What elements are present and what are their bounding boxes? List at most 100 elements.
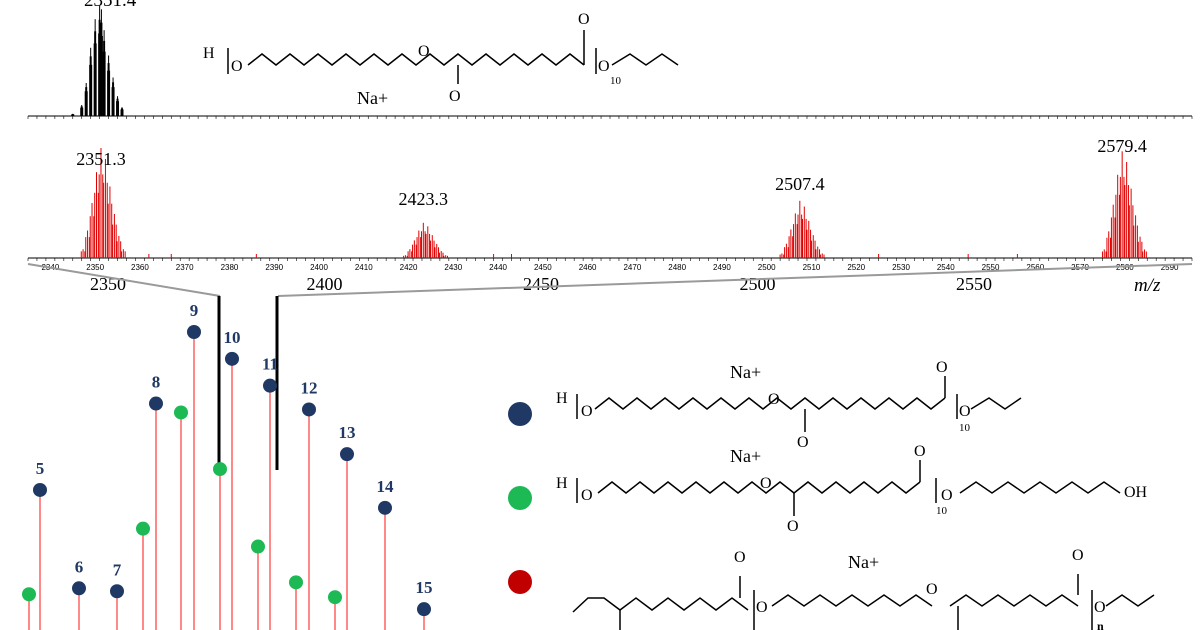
zoom-minor-tick-label: 2580 [1116, 263, 1134, 272]
zoom-minor-tick-label: 2550 [982, 263, 1000, 272]
green-point [174, 405, 188, 420]
navy-point-label: 14 [377, 477, 395, 496]
legend-2-tail: OH [1124, 484, 1148, 501]
legend-2-h: H [556, 475, 568, 492]
navy-point-label: 10 [224, 328, 241, 347]
navy-point [149, 396, 163, 411]
top-peak-label: 2351.4 [84, 0, 137, 11]
navy-point [340, 447, 354, 462]
zoom-connector-right [277, 263, 1193, 297]
zoom-peak-label: 2579.4 [1097, 136, 1147, 156]
zoom-minor-tick-label: 2460 [579, 263, 597, 272]
navy-point [225, 351, 239, 366]
zoom-minor-tick-label: 2420 [400, 263, 418, 272]
green-point [289, 575, 303, 590]
zoom-minor-tick-label: 2530 [892, 263, 910, 272]
navy-point [33, 482, 47, 497]
zoom-peak-label: 2507.4 [775, 174, 825, 194]
navy-point-label: 5 [36, 459, 45, 478]
top-o-left: O [231, 58, 243, 75]
legend-structure-1 [576, 376, 1022, 432]
legend-1-o-mid: O [768, 391, 780, 408]
zoom-peak-label: 2423.3 [399, 189, 449, 209]
zoom-major-tick-label: 2500 [740, 274, 776, 294]
navy-point-label: 9 [190, 301, 199, 320]
legend-marker-red [508, 570, 532, 594]
zoom-major-tick-label: 2450 [523, 274, 559, 294]
zoom-minor-tick-label: 2560 [1026, 263, 1044, 272]
legend-2-o-left: O [581, 487, 593, 504]
legend-1-ion: Na+ [730, 362, 761, 382]
legend-2-o-top: O [914, 443, 926, 460]
navy-point-label: 15 [416, 578, 433, 597]
zoom-peak-label: 2351.3 [76, 149, 126, 169]
navy-point [187, 325, 201, 339]
top-spectrum-minor-ticks [27, 116, 1193, 119]
zoom-minor-tick-label: 2480 [668, 263, 686, 272]
navy-point [263, 378, 277, 393]
legend: Na+ H O O O O O 10 Na+ H O O O O O 10 OH [508, 359, 1155, 630]
zoom-minor-tick-label: 2520 [847, 263, 865, 272]
navy-point-label: 7 [113, 560, 122, 579]
navy-point [110, 584, 124, 599]
top-structure [227, 30, 679, 84]
legend-3-o-left: O [756, 599, 768, 616]
navy-point [302, 402, 316, 417]
navy-point-label: 13 [339, 423, 356, 442]
zoom-minor-tick-label: 2430 [444, 263, 462, 272]
navy-point [378, 500, 392, 515]
legend-3-o-end: O [1094, 599, 1106, 616]
zoom-minor-tick-label: 2470 [623, 263, 641, 272]
legend-3-subscript: n [1097, 619, 1104, 630]
legend-1-o-top: O [936, 359, 948, 376]
navy-point-label: 6 [75, 557, 84, 576]
legend-2-o-carbonyl: O [787, 518, 799, 535]
x-axis-label: m/z [1134, 275, 1161, 296]
green-point [22, 587, 36, 602]
top-subscript: 10 [610, 75, 622, 87]
zoom-peak-labels: 2351.3 2423.3 2507.4 2579.4 [76, 136, 1147, 209]
top-spectrum-peaks [71, 6, 124, 116]
zoom-minor-tick-label: 2540 [937, 263, 955, 272]
legend-3-o-top2: O [1072, 547, 1084, 564]
zoom-minor-tick-label: 2400 [310, 263, 328, 272]
zoom-minor-tick-label: 2440 [489, 263, 507, 272]
legend-1-subscript: 10 [959, 422, 971, 434]
top-ion-label: Na+ [357, 88, 388, 108]
green-point [328, 590, 342, 605]
zoom-minor-tick-label: 2380 [221, 263, 239, 272]
distribution-lollipops: 5 6 7 8 9 10 11 12 13 14 15 [22, 301, 433, 630]
green-point [136, 521, 150, 536]
navy-point [417, 602, 431, 617]
legend-3-ion: Na+ [848, 552, 879, 572]
top-o-carbonyl: O [578, 11, 590, 28]
zoom-minor-tick-label: 2450 [534, 263, 552, 272]
green-point [213, 462, 227, 477]
legend-2-subscript: 10 [936, 505, 948, 517]
zoom-connector-left [27, 263, 221, 297]
legend-1-o-carbonyl: O [797, 434, 809, 451]
legend-1-o-end: O [959, 403, 971, 420]
zoom-minor-tick-label: 2390 [265, 263, 283, 272]
zoom-minor-tick-label: 2490 [713, 263, 731, 272]
navy-point-label: 12 [301, 378, 318, 397]
zoom-minor-tick-label: 2360 [131, 263, 149, 272]
zoom-spectrum-minor-ticks [27, 258, 1193, 261]
legend-marker-green [508, 486, 532, 510]
legend-1-h: H [556, 390, 568, 407]
legend-1-o-left: O [581, 403, 593, 420]
zoom-minor-tick-label: 2590 [1161, 263, 1179, 272]
navy-point [72, 581, 86, 596]
navy-point-label: 11 [262, 355, 278, 374]
zoom-major-tick-label: 2400 [307, 274, 343, 294]
legend-structure-2 [576, 460, 1121, 516]
top-o-ring: O [418, 43, 430, 60]
top-o-end: O [598, 58, 610, 75]
navy-point-label: 8 [152, 373, 161, 392]
legend-3-o-mid: O [926, 581, 938, 598]
legend-2-o-end: O [941, 487, 953, 504]
legend-2-ion: Na+ [730, 446, 761, 466]
zoom-minor-tick-label: 2500 [758, 263, 776, 272]
